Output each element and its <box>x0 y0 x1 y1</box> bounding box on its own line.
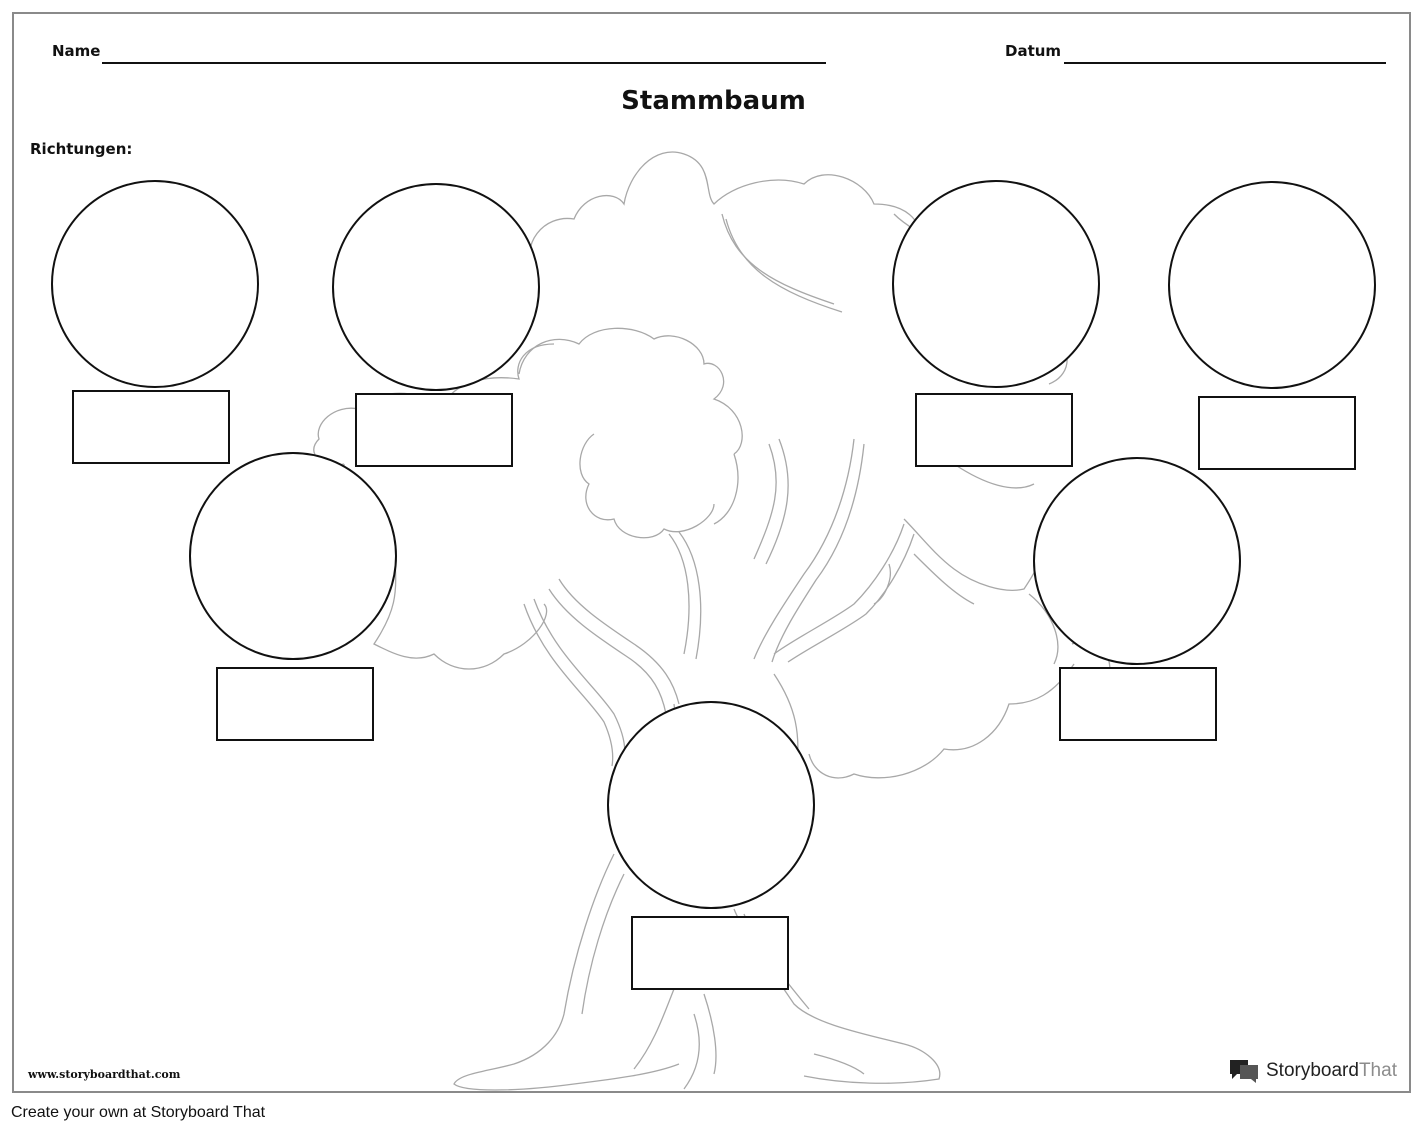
name-field[interactable] <box>102 62 826 64</box>
brand-text-that: That <box>1358 1060 1397 1081</box>
member-name-box-2[interactable] <box>355 393 513 467</box>
name-label: Name <box>52 42 101 60</box>
directions-label: Richtungen: <box>30 140 133 158</box>
member-name-box-3[interactable] <box>915 393 1073 467</box>
member-photo-circle-7[interactable] <box>607 701 815 909</box>
create-your-own-link[interactable]: Create your own at Storyboard That <box>11 1104 266 1121</box>
page-title: Stammbaum <box>621 86 806 116</box>
member-photo-circle-4[interactable] <box>1168 181 1376 389</box>
speech-bubble-icon <box>1230 1060 1258 1083</box>
member-name-box-5[interactable] <box>216 667 374 741</box>
member-photo-circle-5[interactable] <box>189 452 397 660</box>
member-photo-circle-3[interactable] <box>892 180 1100 388</box>
site-url: www.storyboardthat.com <box>28 1068 181 1081</box>
worksheet: Name Datum Stammbaum Richtungen: www.sto… <box>12 12 1411 1093</box>
member-name-box-4[interactable] <box>1198 396 1356 470</box>
tree-illustration <box>313 151 1111 1091</box>
date-label: Datum <box>1005 42 1062 60</box>
member-photo-circle-6[interactable] <box>1033 457 1241 665</box>
date-field[interactable] <box>1064 62 1386 64</box>
member-name-box-6[interactable] <box>1059 667 1217 741</box>
member-name-box-7[interactable] <box>631 916 789 990</box>
member-name-box-1[interactable] <box>72 390 230 464</box>
brand-text-storyboard: Storyboard <box>1266 1060 1359 1081</box>
member-photo-circle-2[interactable] <box>332 183 540 391</box>
member-photo-circle-1[interactable] <box>51 180 259 388</box>
